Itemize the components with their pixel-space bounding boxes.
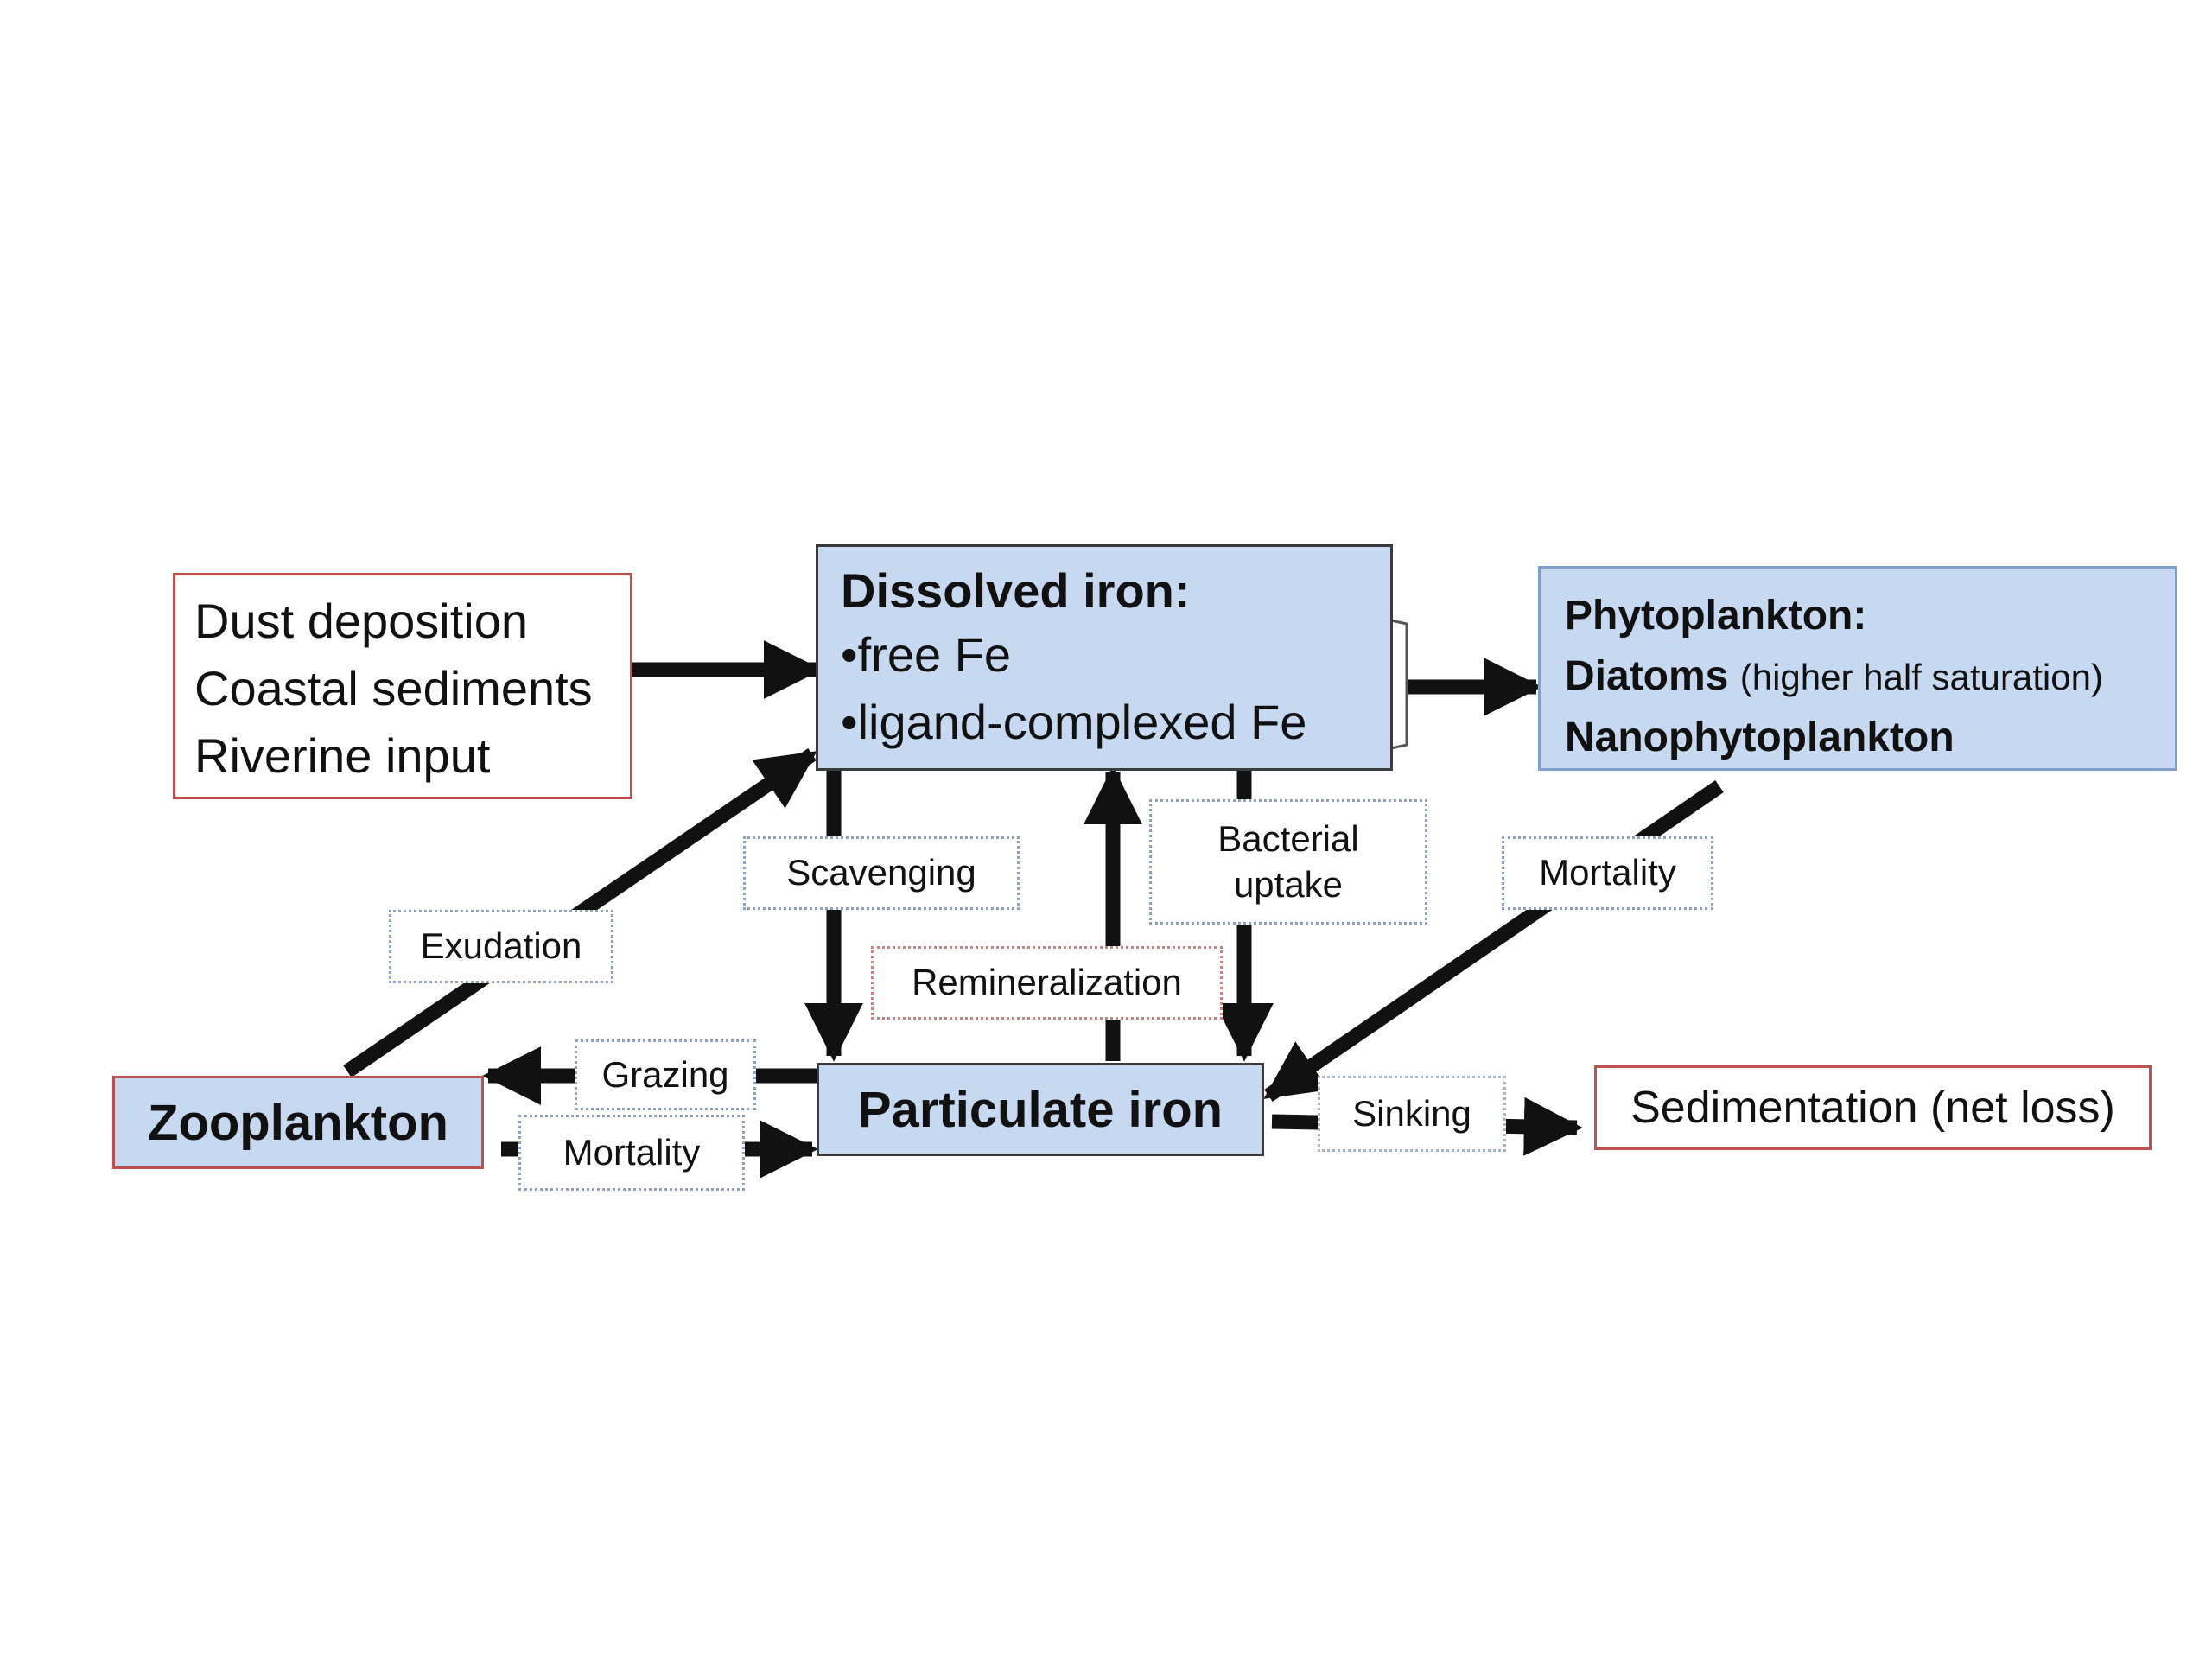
zoo-mortality-label: Mortality bbox=[518, 1115, 745, 1191]
source-riverine: Riverine input bbox=[194, 728, 491, 783]
scavenging-label: Scavenging bbox=[743, 836, 1020, 910]
zooplankton-label: Zooplankton bbox=[148, 1094, 448, 1151]
source-dust: Dust deposition bbox=[194, 594, 529, 648]
grazing-label: Grazing bbox=[575, 1039, 756, 1110]
exudation-label: Exudation bbox=[389, 910, 613, 983]
phyto-diatoms-note: (higher half saturation) bbox=[1739, 657, 2103, 697]
dissolved-item-ligand-fe: ligand-complexed Fe bbox=[841, 689, 1390, 756]
dissolved-item-free-fe: free Fe bbox=[841, 621, 1390, 689]
sedimentation-label: Sedimentation (net loss) bbox=[1630, 1083, 2115, 1133]
particulate-iron-label: Particulate iron bbox=[857, 1081, 1224, 1138]
dissolved-iron-box: Dissolved iron: free Fe ligand-complexed… bbox=[816, 544, 1393, 771]
zooplankton-box: Zooplankton bbox=[112, 1076, 484, 1169]
bacterial-uptake-label: Bacterial uptake bbox=[1149, 799, 1427, 925]
sources-box: Dust deposition Coastal sediments Riveri… bbox=[173, 573, 632, 799]
sedimentation-box: Sedimentation (net loss) bbox=[1594, 1065, 2152, 1150]
phyto-title: Phytoplankton: bbox=[1565, 593, 1867, 639]
bacterial-line-2: uptake bbox=[1233, 863, 1344, 905]
remineralization-label: Remineralization bbox=[871, 946, 1223, 1020]
phyto-diatoms: Diatoms bbox=[1565, 653, 1729, 699]
phyto-nano: Nanophytoplankton bbox=[1565, 715, 1955, 760]
phytoplankton-box: Phytoplankton: Diatoms (higher half satu… bbox=[1538, 566, 2177, 771]
dissolved-iron-title: Dissolved iron: bbox=[841, 563, 1191, 618]
sinking-label: Sinking bbox=[1318, 1076, 1506, 1152]
dissolved-bracket bbox=[1390, 619, 1408, 750]
phyto-mortality-label: Mortality bbox=[1502, 836, 1713, 910]
bacterial-line-1: Bacterial bbox=[1217, 818, 1359, 859]
source-coastal: Coastal sediments bbox=[194, 661, 593, 715]
particulate-iron-box: Particulate iron bbox=[817, 1063, 1264, 1156]
